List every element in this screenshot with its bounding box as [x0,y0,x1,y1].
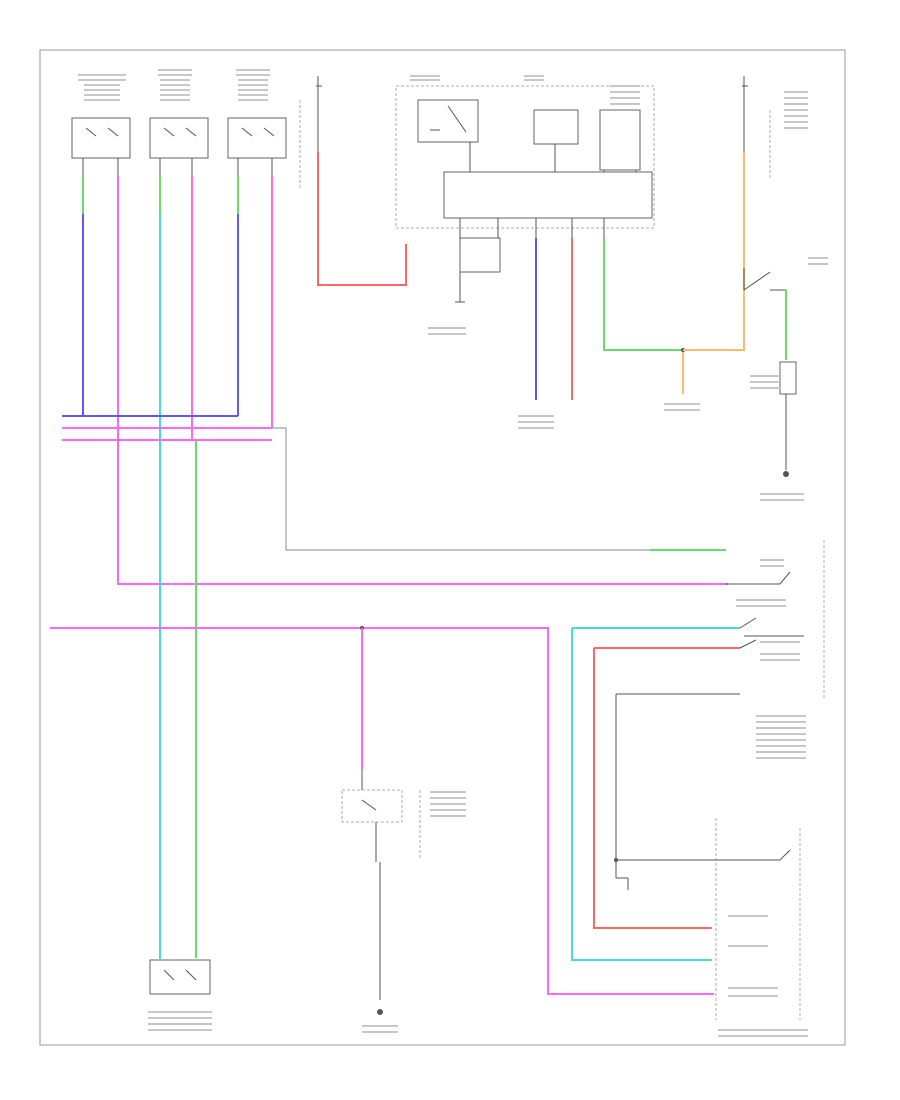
relay-3 [599,109,641,171]
switch-component-3 [227,117,287,159]
wire-magenta-1 [117,176,728,585]
diagram-frame [39,49,846,1046]
component-labels-placeholder [78,69,270,101]
relay-1 [417,99,479,143]
connector-block [443,171,653,219]
wire-red-3 [593,648,712,929]
switch-component-1 [71,117,131,159]
top-left-switch-components [71,69,287,159]
wire-green-5 [603,238,683,351]
switch-component-bottom [149,959,211,995]
bottom-left-labels-placeholder [148,1011,212,1031]
fuse-relay-area [299,75,700,429]
bottom-center-switch [341,770,466,1033]
panel-labels-placeholder [718,559,808,1037]
bottom-left-component [148,959,212,1031]
switch-component-2 [149,117,209,159]
relay-2 [533,109,579,145]
right-labels-placeholder [750,91,828,501]
wire-gray-long [272,427,726,551]
wire-red-1 [317,152,407,286]
wire-cyan-2 [571,628,712,961]
wire-magenta-main [50,627,714,995]
module-labels-placeholder [410,75,700,429]
resistor-component [779,361,797,395]
center-labels-placeholder [362,791,466,1033]
ground-relay [459,237,501,273]
right-switch-panel [571,540,825,1037]
top-right-circuit [683,76,828,501]
